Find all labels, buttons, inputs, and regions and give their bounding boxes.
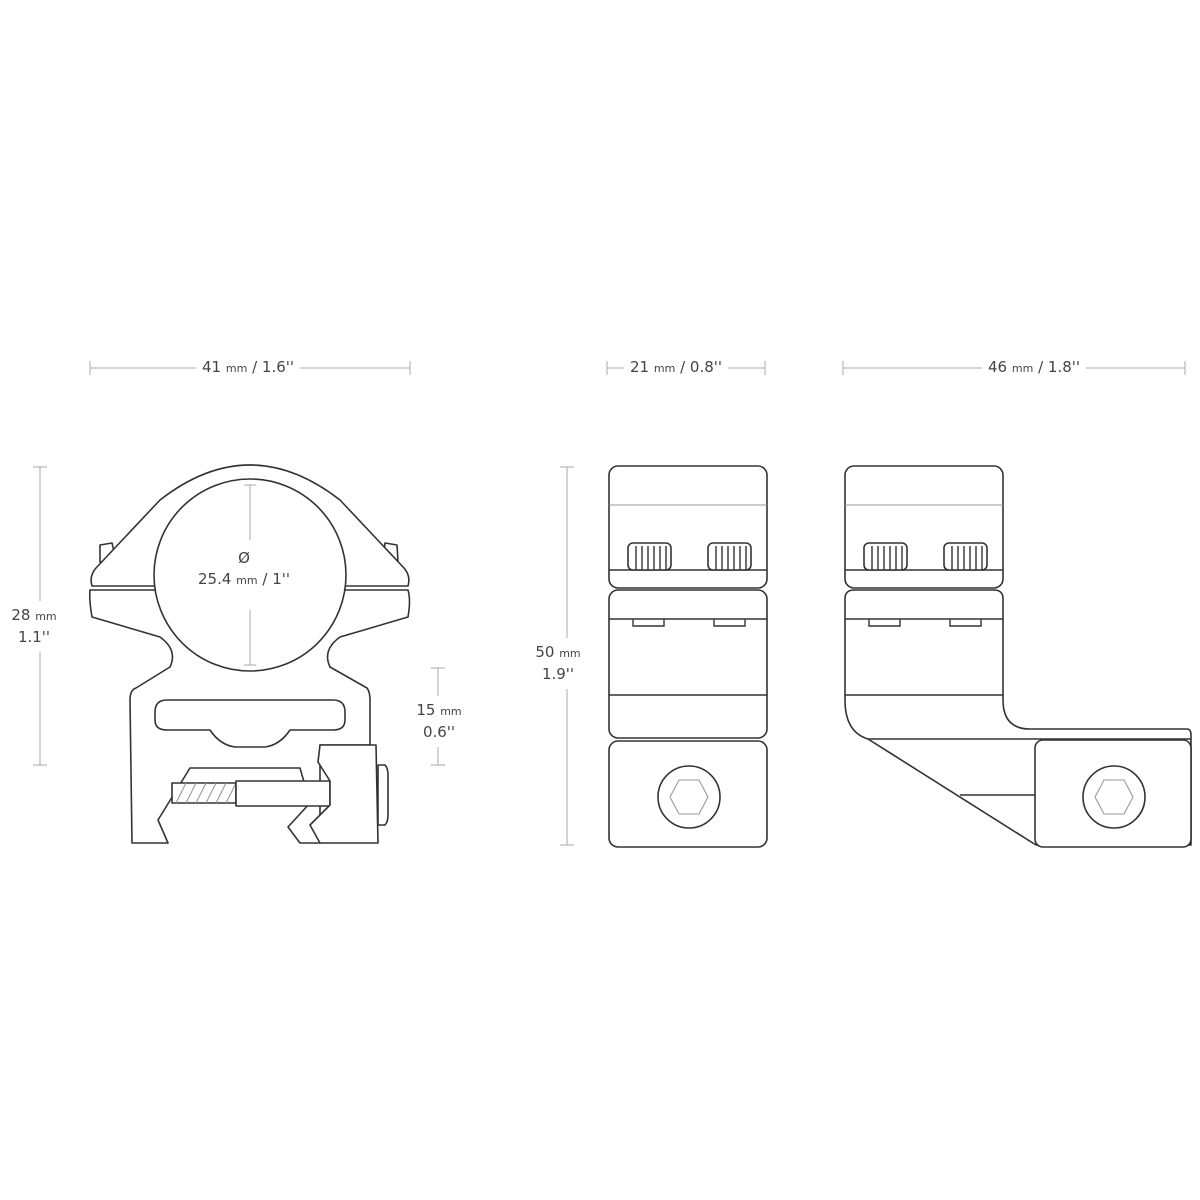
hex-socket-icon <box>669 779 709 815</box>
unit: mm <box>35 610 57 623</box>
imperial: 0.6'' <box>422 723 456 741</box>
unit: mm <box>653 362 676 375</box>
value: 28 <box>11 606 31 624</box>
imperial: 1.9'' <box>541 665 575 683</box>
value: 46 <box>988 358 1008 376</box>
clamp-bolt-shaft <box>235 780 331 807</box>
height-front-label: 28 mm 1.1'' <box>0 601 68 652</box>
scope-tube-bore <box>153 478 347 672</box>
unit: mm <box>1011 362 1034 375</box>
front-view <box>88 464 411 844</box>
knurled-screw <box>627 542 672 571</box>
unit: mm <box>236 574 258 587</box>
slot <box>154 699 346 748</box>
value: 15 <box>416 701 436 719</box>
knurled-screw <box>707 542 752 571</box>
hex-bolt <box>657 765 721 829</box>
diameter-line <box>244 484 256 666</box>
thread-hatching <box>175 782 237 804</box>
hex-bolt <box>1082 765 1146 829</box>
width-offset-label: 46 mm / 1.8'' <box>982 357 1087 379</box>
side-view <box>608 465 768 848</box>
width-front-label: 41 mm / 1.6'' <box>196 357 301 379</box>
imperial: / 1.6'' <box>252 358 295 376</box>
value: 50 <box>535 643 555 661</box>
unit: mm <box>559 647 581 660</box>
imperial: / 1'' <box>262 570 291 588</box>
hex-socket-icon <box>1094 779 1134 815</box>
knurled-screw <box>863 542 908 571</box>
imperial: / 0.8'' <box>680 358 723 376</box>
ring-diameter-label: Ø 25.4 mm / 1'' <box>190 548 298 591</box>
unit: mm <box>225 362 248 375</box>
height-side-label: 50 mm 1.9'' <box>522 638 594 689</box>
unit: mm <box>440 705 462 718</box>
value: 41 <box>202 358 222 376</box>
clamp-block <box>309 744 379 844</box>
width-side-label: 21 mm / 0.8'' <box>624 357 729 379</box>
imperial: / 1.8'' <box>1038 358 1081 376</box>
offset-side-view <box>844 465 1192 848</box>
rail-height-label: 15 mm 0.6'' <box>406 696 472 747</box>
value: 21 <box>630 358 650 376</box>
imperial: 1.1'' <box>17 628 51 646</box>
diameter-symbol: Ø <box>238 549 250 567</box>
value: 25.4 <box>197 570 232 588</box>
clamp-knob <box>377 764 389 826</box>
knurled-screw <box>943 542 988 571</box>
